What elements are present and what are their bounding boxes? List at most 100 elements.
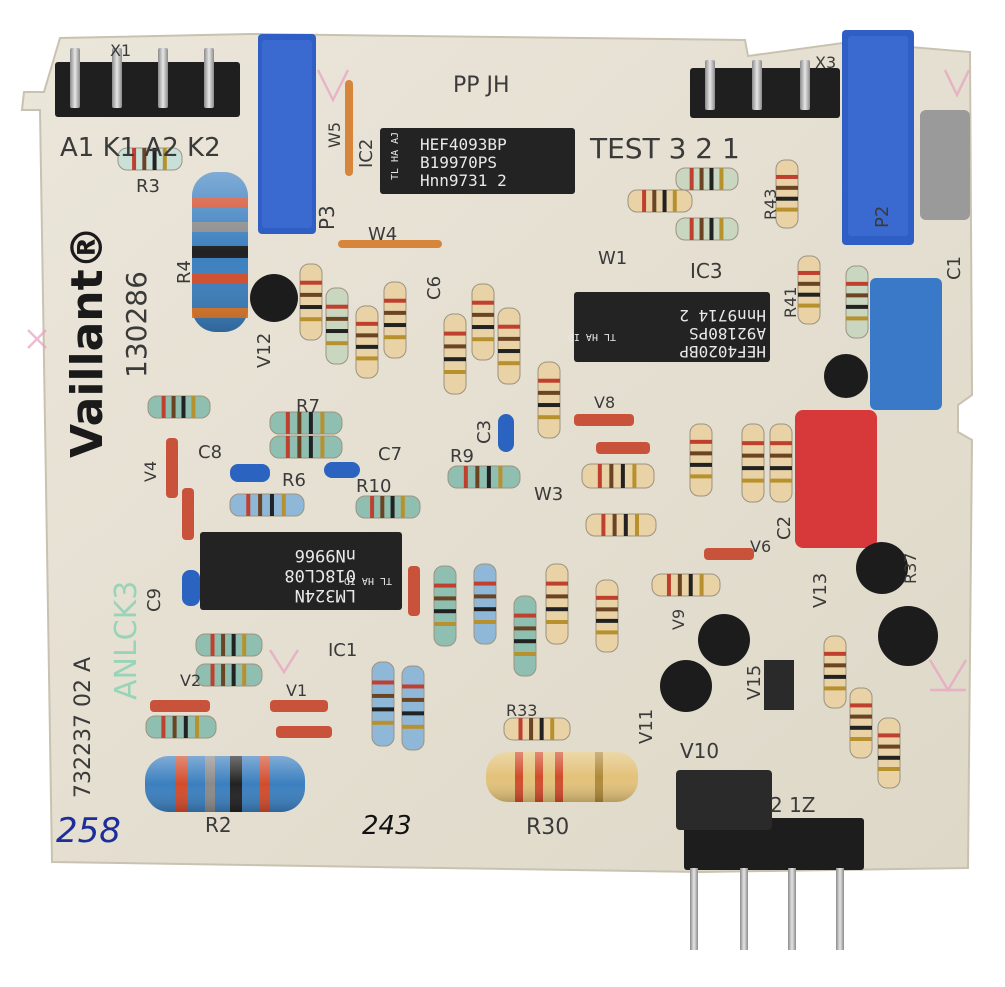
resistor-band bbox=[171, 396, 176, 418]
small-resistor bbox=[545, 563, 569, 645]
small-resistor bbox=[433, 565, 457, 647]
resistor-band bbox=[210, 664, 215, 686]
resistor-band bbox=[770, 466, 792, 471]
resistor-band bbox=[824, 674, 846, 679]
resistor-band bbox=[642, 190, 647, 212]
diode bbox=[182, 488, 194, 540]
resistor-band bbox=[400, 496, 405, 518]
label-v15: V15 bbox=[744, 665, 765, 700]
ic1-line3: nN9966 bbox=[295, 545, 356, 565]
resistor-band bbox=[623, 514, 628, 536]
x3-ref: X3 bbox=[815, 53, 836, 72]
small-resistor bbox=[651, 573, 721, 597]
label-r10: R10 bbox=[356, 476, 391, 497]
small-resistor bbox=[195, 663, 263, 687]
resistor-band bbox=[326, 316, 348, 321]
resistor-band bbox=[132, 148, 137, 170]
resistor-band bbox=[546, 581, 568, 586]
resistor-band bbox=[372, 720, 394, 725]
resistor-band bbox=[699, 168, 704, 190]
resistor-band bbox=[742, 453, 764, 458]
diode bbox=[166, 438, 178, 498]
label-v6: V6 bbox=[750, 537, 771, 556]
resistor-band bbox=[878, 755, 900, 760]
resistor-band bbox=[472, 337, 494, 342]
resistor-band bbox=[850, 703, 872, 708]
resistor-band bbox=[546, 620, 568, 624]
resistor-band bbox=[666, 574, 671, 596]
resistor-band bbox=[320, 412, 325, 434]
resistor-band bbox=[596, 607, 618, 612]
diode bbox=[704, 548, 754, 560]
resistor-band bbox=[498, 336, 520, 341]
label-r33: R33 bbox=[506, 701, 537, 720]
resistor-band bbox=[850, 725, 872, 730]
resistor-band bbox=[514, 639, 536, 644]
resistor-band bbox=[474, 620, 496, 624]
resistor-band bbox=[191, 396, 196, 418]
resistor-band bbox=[635, 514, 639, 536]
resistor-band bbox=[372, 693, 394, 698]
label-w4: W4 bbox=[368, 224, 397, 245]
ceramic-capacitor bbox=[324, 462, 360, 478]
label-c9: C9 bbox=[144, 588, 165, 612]
connector-x2 bbox=[676, 770, 864, 950]
small-resistor bbox=[741, 423, 765, 503]
resistor-band bbox=[472, 325, 494, 330]
resistor-r4 bbox=[192, 172, 248, 332]
resistor-band bbox=[538, 403, 560, 408]
ic3-line3: Hnn9714 2 bbox=[679, 306, 766, 325]
label-w3: W3 bbox=[534, 484, 563, 505]
resistor-band bbox=[776, 196, 798, 201]
resistor-band bbox=[770, 441, 792, 446]
resistor-band bbox=[326, 329, 348, 334]
small-resistor bbox=[371, 661, 395, 747]
small-resistor bbox=[585, 513, 657, 537]
resistor-band bbox=[529, 718, 534, 740]
resistor-band bbox=[514, 613, 536, 618]
resistor-band bbox=[380, 496, 385, 518]
resistor-band bbox=[474, 607, 496, 612]
label-r9: R9 bbox=[450, 446, 474, 467]
resistor-band bbox=[689, 168, 694, 190]
ic1-side: TL HA ID bbox=[344, 575, 392, 586]
ic2-line2: B19970PS bbox=[420, 153, 497, 172]
side-code: 732237 02 A bbox=[71, 657, 96, 798]
resistor-band bbox=[384, 323, 406, 328]
ic3-line2: A92180PS bbox=[689, 324, 766, 343]
transistor bbox=[250, 274, 298, 322]
small-resistor bbox=[845, 265, 869, 339]
resistor-band bbox=[690, 439, 712, 444]
ceramic-capacitor bbox=[230, 464, 270, 482]
film-capacitor-red bbox=[795, 410, 877, 548]
small-resistor bbox=[675, 167, 739, 191]
resistor-band bbox=[210, 634, 215, 656]
resistor-band bbox=[474, 594, 496, 599]
resistor-band bbox=[824, 663, 846, 668]
label-v1: V1 bbox=[286, 681, 307, 700]
ic2-chip bbox=[380, 128, 575, 194]
resistor-band bbox=[258, 494, 263, 516]
resistor-band bbox=[402, 684, 424, 689]
resistor-band bbox=[878, 744, 900, 749]
small-resistors bbox=[117, 147, 901, 789]
resistor-band bbox=[546, 594, 568, 599]
ceramic-capacitor bbox=[182, 570, 200, 606]
green-stamp: ANLCK3 bbox=[109, 581, 144, 700]
resistor-band bbox=[231, 664, 236, 686]
connector-x3 bbox=[690, 60, 840, 118]
label-v11: V11 bbox=[636, 709, 657, 744]
x2-labels: 2 1Z bbox=[770, 793, 816, 817]
ic1-line2: 018CL08 bbox=[284, 565, 356, 585]
pink-marks bbox=[27, 69, 971, 693]
ic2-line3: Hnn9731 2 bbox=[420, 171, 507, 190]
resistor-band bbox=[402, 711, 424, 716]
resistor-band bbox=[498, 324, 520, 329]
resistor-band bbox=[281, 494, 286, 516]
x1-ref: X1 bbox=[110, 41, 131, 60]
resistor-band bbox=[538, 378, 560, 383]
resistor-band bbox=[242, 664, 247, 686]
resistor-band bbox=[172, 716, 177, 738]
small-resistor bbox=[849, 687, 873, 759]
